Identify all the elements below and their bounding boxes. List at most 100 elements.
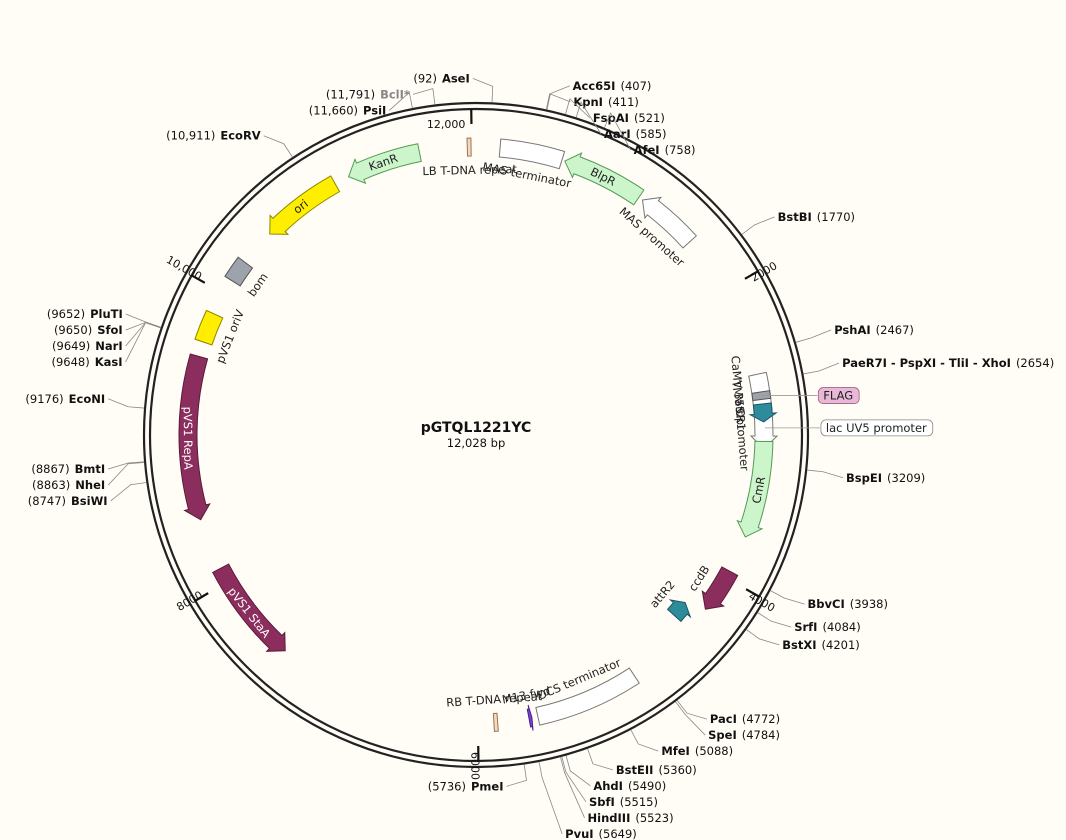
site-label: AfeI(758) — [634, 143, 696, 157]
site-paer7i-pspxi-tlii-xhoi[interactable]: PaeR7I - PspXI - TliI - XhoI(2654) — [803, 356, 1054, 375]
site-position: (521) — [634, 111, 665, 125]
feature-shape[interactable] — [736, 440, 774, 538]
feature-blpr[interactable]: BlpR — [564, 152, 645, 206]
site-name: SpeI — [708, 728, 737, 742]
feature-shape[interactable] — [526, 704, 534, 731]
feature-ori[interactable]: ori — [269, 175, 341, 235]
site-nhei[interactable]: (8863)NheI — [32, 462, 145, 492]
site-bsteii[interactable]: BstEII(5360) — [587, 748, 697, 777]
site-leader — [546, 93, 571, 110]
site-acc65i[interactable]: Acc65I(407) — [545, 79, 651, 110]
feature-shape[interactable] — [347, 143, 422, 185]
site-position: (3209) — [887, 471, 925, 485]
site-ecorv[interactable]: (10,911)EcoRV — [166, 129, 293, 158]
site-spei[interactable]: SpeI (4784) — [675, 701, 780, 742]
feature-attr2[interactable]: attR2 — [647, 578, 692, 623]
feature-ocs-terminator[interactable]: OCS terminator — [535, 655, 640, 726]
feature-shape[interactable] — [535, 667, 640, 726]
feature-shape[interactable] — [498, 138, 566, 170]
site-psii[interactable]: (11,660)PsiI — [309, 91, 413, 117]
site-label: (5736)PmeI — [428, 779, 504, 793]
site-mfei[interactable]: MfeI(5088) — [630, 729, 733, 758]
feature-lb-t-dna-repeat[interactable]: LB T-DNA repeat — [422, 137, 518, 178]
site-pvui[interactable]: PvuI(5649) — [538, 761, 637, 840]
site-name: EcoNI — [69, 392, 105, 406]
callout-lac-uv5-promoter[interactable]: lac UV5 promoter — [764, 419, 934, 437]
site-econi[interactable]: (9176)EcoNI — [25, 392, 145, 409]
site-kpni[interactable]: KpnI(411) — [546, 93, 639, 110]
feature-shape[interactable] — [178, 353, 211, 521]
feature-attr1[interactable]: attR1 — [732, 398, 778, 431]
site-bcli[interactable]: (11,791)BclI* — [326, 87, 436, 105]
site-paci[interactable]: PacI(4772) — [676, 700, 780, 726]
site-asei[interactable]: (92)AseI — [413, 71, 494, 103]
site-leader — [560, 757, 585, 818]
feature-label: RB T-DNA repeat — [446, 689, 543, 710]
feature-cmr[interactable]: CmR — [736, 440, 774, 538]
site-name: SbfI — [589, 795, 615, 809]
feature-pvs1-oriv[interactable]: pVS1 oriV — [194, 308, 247, 366]
site-leader — [472, 78, 494, 103]
site-label: (11,791)BclI* — [326, 87, 410, 101]
backbone-inner-ring — [148, 107, 804, 763]
site-kasi[interactable]: (9648)KasI — [52, 322, 161, 369]
site-position: (11,660) — [309, 103, 358, 117]
feature-shape[interactable] — [666, 599, 692, 623]
site-leader — [561, 756, 587, 803]
site-fspai[interactable]: FspAI(521) — [565, 98, 665, 125]
feature-shape[interactable] — [466, 137, 472, 157]
site-name: AarI — [604, 127, 631, 141]
feature-shape[interactable] — [269, 175, 341, 235]
site-bsiwi[interactable]: (8747)BsiWI — [28, 482, 147, 509]
site-afei[interactable]: AfeI(758) — [604, 112, 696, 157]
feature-shape[interactable] — [641, 196, 698, 249]
site-bstxi[interactable]: BstXI(4201) — [746, 629, 860, 652]
tick-mark — [191, 274, 206, 284]
feature-shape[interactable] — [748, 402, 778, 423]
site-pmei[interactable]: (5736)PmeI — [428, 764, 527, 793]
site-pshai[interactable]: PshAI(2467) — [795, 323, 914, 343]
feature-shape[interactable] — [212, 563, 286, 652]
feature-pvs1-staa[interactable]: pVS1 StaA — [212, 563, 286, 652]
feature-rb-t-dna-repeat[interactable]: RB T-DNA repeat — [446, 689, 543, 732]
site-label: (8747)BsiWI — [28, 494, 108, 508]
site-label: BstBI(1770) — [778, 210, 855, 224]
site-name: KpnI — [573, 95, 603, 109]
feature-pvs1-repa[interactable]: pVS1 RepA — [178, 353, 211, 521]
feature-shape[interactable] — [564, 152, 645, 206]
site-position: (5515) — [620, 795, 658, 809]
site-name: SrfI — [794, 620, 817, 634]
site-sbfi[interactable]: SbfI (5515) — [561, 756, 658, 809]
site-position: (92) — [413, 71, 437, 85]
site-ahdi[interactable]: AhdI(5490) — [565, 755, 666, 793]
site-name: PluTI — [90, 307, 123, 321]
callout-flag[interactable]: FLAG — [762, 387, 860, 404]
site-name: Acc65I — [573, 79, 616, 93]
feature-tmv[interactable]: TMV Ω — [729, 378, 772, 418]
site-label: BstEII(5360) — [616, 763, 697, 777]
site-bmti[interactable]: (8867)BmtI — [31, 461, 145, 476]
site-bspei[interactable]: BspEI(3209) — [807, 469, 925, 485]
feature-label: bom — [245, 270, 271, 299]
feature-kanr[interactable]: KanR — [347, 143, 422, 185]
site-label: FspAI(521) — [593, 111, 665, 125]
site-hindiii[interactable]: HindIII(5523) — [560, 757, 674, 825]
site-position: (4084) — [822, 620, 860, 634]
site-leader — [565, 755, 591, 787]
site-leader — [389, 91, 413, 111]
feature-mas-promoter[interactable]: MAS promoter — [617, 196, 698, 270]
feature-shape[interactable] — [701, 566, 739, 610]
feature-bom[interactable]: bom — [224, 256, 271, 299]
site-position: (5088) — [695, 744, 733, 758]
site-position: (4784) — [742, 728, 780, 742]
site-nari[interactable]: (9649)NarI — [52, 322, 161, 353]
feature-shape[interactable] — [751, 390, 772, 402]
feature-ccdb[interactable]: ccdB — [686, 563, 739, 610]
site-bbvci[interactable]: BbvCI(3938) — [770, 590, 888, 611]
feature-shape[interactable] — [224, 256, 254, 287]
feature-shape[interactable] — [492, 712, 499, 732]
site-label: (11,660)PsiI — [309, 103, 387, 117]
site-srfi[interactable]: SrfI (4084) — [757, 612, 861, 635]
feature-shape[interactable] — [194, 309, 224, 346]
site-bstbi[interactable]: BstBI(1770) — [741, 210, 855, 235]
